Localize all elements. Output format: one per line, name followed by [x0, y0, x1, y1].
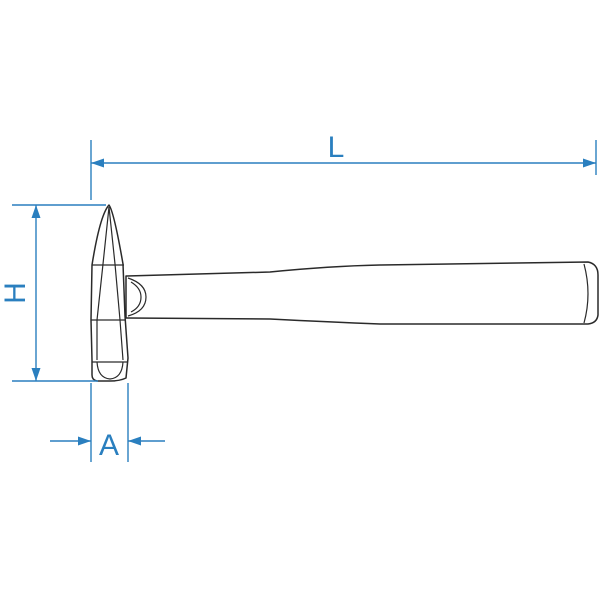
handle-end-line: [583, 263, 589, 324]
height-arrow-bottom: [31, 368, 41, 381]
length-arrow-right: [583, 158, 596, 168]
height-label: H: [0, 282, 32, 304]
length-arrow-left: [91, 158, 104, 168]
height-arrow-top: [31, 205, 41, 218]
length-label: L: [328, 131, 345, 164]
head-facet-right: [108, 206, 124, 361]
head-face: [92, 361, 128, 380]
dimension-length: L: [90, 131, 597, 200]
width-arrow-right: [128, 436, 141, 446]
dimension-width: A: [50, 383, 165, 462]
width-label: A: [99, 429, 119, 462]
hammer: [90, 204, 599, 382]
hammer-head: [90, 204, 129, 382]
handle-wedge-inner: [130, 281, 142, 313]
width-arrow-left: [78, 436, 91, 446]
head-facet-left: [96, 206, 110, 360]
hammer-handle: [125, 261, 599, 325]
dimension-height: H: [0, 204, 106, 382]
handle-wedge: [127, 277, 147, 317]
